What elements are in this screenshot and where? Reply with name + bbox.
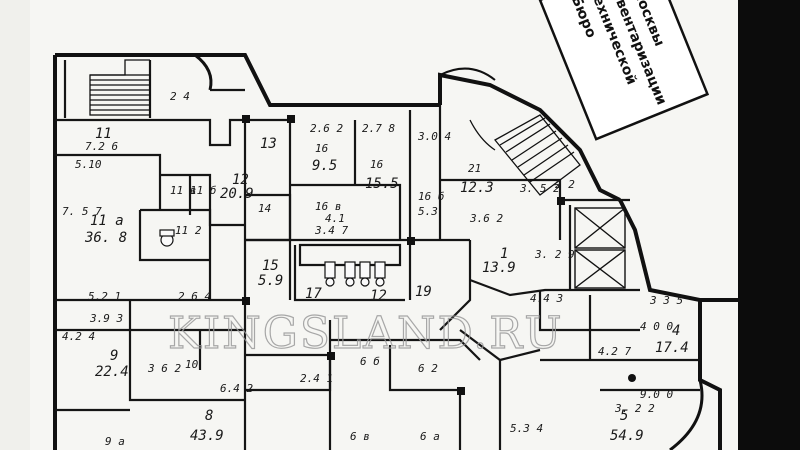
label-11: 11 xyxy=(95,126,112,142)
label-322: 3. 2 2 xyxy=(614,402,655,415)
label-642: 6.4 2 xyxy=(220,382,253,395)
label-9a: 9 а xyxy=(105,435,125,448)
label-174: 17.4 xyxy=(655,340,689,356)
label-443: 4.4 3 xyxy=(530,292,563,305)
label-9: 9 xyxy=(110,348,118,364)
label-11v: 11 в xyxy=(170,184,197,197)
label-16g: 16 б xyxy=(418,190,445,203)
label-95: 9.5 xyxy=(312,158,337,174)
label-362b: 3 6 2 xyxy=(147,362,181,375)
label-900: 9.0 0 xyxy=(640,388,673,401)
label-427: 4.2 7 xyxy=(598,345,631,358)
label-123: 12.3 xyxy=(460,180,494,196)
inner-walls xyxy=(55,60,700,450)
label-12b: 12 xyxy=(370,288,387,304)
label-21: 21 xyxy=(468,162,481,175)
label-424: 4.2 4 xyxy=(62,330,95,343)
left-margin xyxy=(0,0,30,450)
label-16: 16 xyxy=(315,142,329,155)
label-112: 11 2 xyxy=(175,224,202,237)
bti-stamp: Бюро технической инвентаризации а Москвы xyxy=(538,0,710,141)
label-17: 17 xyxy=(305,286,322,302)
label-4: 4 xyxy=(672,323,680,339)
label-59: 5.9 xyxy=(258,273,283,289)
label-1: 1 xyxy=(500,246,508,262)
stairs-right xyxy=(469,114,581,196)
label-262: 2.6 2 xyxy=(310,122,343,135)
label-6b: 6 б xyxy=(360,355,380,368)
label-534: 5.3 4 xyxy=(510,422,543,435)
scan-border xyxy=(738,0,800,450)
label-209: 20.9 xyxy=(220,186,254,202)
label-16v: 16 в xyxy=(315,200,342,213)
label-19: 19 xyxy=(415,284,432,300)
label-8: 8 xyxy=(205,408,213,424)
label-335: 3 3 5 xyxy=(649,294,683,307)
bay-top xyxy=(194,53,213,91)
label-6a: 6 а xyxy=(420,430,440,443)
label-241: 2.4 1 xyxy=(300,372,333,385)
label-11a: 11 а xyxy=(90,213,124,229)
label-400: 4 0 0 xyxy=(640,320,673,333)
label-510: 5.10 xyxy=(75,158,102,171)
watermark: KINGSLAND.RU xyxy=(168,308,563,359)
label-329: 3. 2 9 xyxy=(534,248,575,261)
label-521: 5.2 1 xyxy=(88,290,121,303)
label-41: 4.1 xyxy=(325,212,345,225)
label-14: 14 xyxy=(258,202,271,215)
label-13: 13 xyxy=(260,136,277,152)
label-549: 54.9 xyxy=(610,428,644,444)
label-439: 43.9 xyxy=(190,428,224,444)
fixtures xyxy=(159,229,386,287)
label-5: 5 xyxy=(620,408,628,424)
label-10: 10 xyxy=(185,358,199,371)
label-12: 12 xyxy=(232,172,249,188)
label-16b: 16 xyxy=(370,158,384,171)
label-278: 2.7 8 xyxy=(362,122,395,135)
label-139: 13.9 xyxy=(482,260,516,276)
label-264: 2 6 4 xyxy=(178,290,211,303)
label-6v: 6 в xyxy=(350,430,370,443)
stamp-frame xyxy=(538,0,710,141)
elevator-shafts xyxy=(574,207,626,289)
label-22: 2 2 xyxy=(555,178,575,191)
bay-bottom xyxy=(669,379,704,452)
label-352: 3. 5 2 xyxy=(519,182,560,195)
label-726: 7.2 6 xyxy=(85,140,118,153)
label-24: 2 4 xyxy=(170,90,190,103)
label-304: 3.0 4 xyxy=(417,130,451,143)
label-362: 3.6 2 xyxy=(469,212,503,225)
label-155: 15.5 xyxy=(365,176,399,192)
columns xyxy=(242,115,636,395)
label-347: 3.4 7 xyxy=(314,224,348,237)
label-224: 22.4 xyxy=(95,364,129,380)
label-15: 15 xyxy=(262,258,279,274)
label-62: 6 2 xyxy=(418,362,438,375)
label-368: 36. 8 xyxy=(84,230,127,246)
label-53: 5.3 xyxy=(418,205,438,218)
stairs-top-left xyxy=(89,59,151,116)
label-757: 7. 5 7 xyxy=(62,205,102,218)
bay-curve xyxy=(439,67,496,81)
room-labels: 2 4 11 7.2 6 5.10 13 16 2.6 2 9.5 2.7 8 … xyxy=(62,90,689,448)
label-393: 3.9 3 xyxy=(89,312,123,325)
label-11b: 11 б xyxy=(190,184,217,197)
